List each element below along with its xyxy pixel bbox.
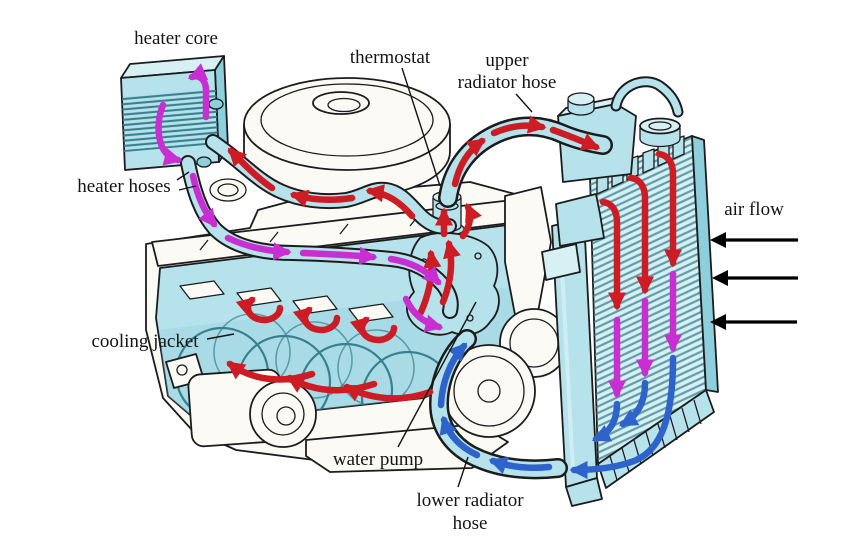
leader-line-heater-hoses [176, 171, 190, 181]
radiator-top-tank [541, 135, 685, 281]
leader-line-heater-hoses [178, 185, 197, 191]
leader-line-upper-radiator-hose [515, 93, 533, 113]
air-cleaner-illustration [243, 77, 451, 199]
heater-core-illustration [120, 55, 229, 171]
label-cooling-jacket: cooling jacket [91, 331, 199, 352]
leader-line-water-pump [397, 301, 477, 448]
label-upper-radiator-hose-line2: radiator hose [458, 72, 557, 93]
label-water-pump: water pump [333, 449, 423, 470]
air-flow-arrows [710, 232, 798, 330]
expansion-tank-cap [567, 92, 595, 106]
radiator-cap [639, 117, 681, 148]
starter-motor-illustration [165, 353, 317, 448]
label-lower-radiator-hose-line2: hose [453, 513, 488, 534]
intake-port [179, 280, 225, 300]
leader-line-thermostat [401, 67, 441, 187]
label-thermostat: thermostat [350, 47, 431, 68]
label-heater-core: heater core [134, 28, 218, 49]
overflow-hose [610, 76, 684, 118]
leader-line-cooling-jacket [206, 333, 235, 340]
label-heater-hoses: heater hoses [77, 176, 170, 197]
leader-line-lower-radiator-hose [457, 456, 469, 488]
heater-core-fins [122, 89, 218, 152]
cool-coolant-arrows [437, 342, 677, 480]
oil-filler-cap [209, 178, 247, 202]
fan-pulleys-illustration [442, 186, 569, 438]
label-upper-radiator-hose-line1: upper [485, 50, 529, 71]
label-air-flow: air flow [724, 199, 784, 220]
leader-lines [176, 67, 533, 488]
label-lower-radiator-hose-line1: lower radiator [416, 490, 524, 511]
heater-circuit-arrows [155, 63, 683, 399]
